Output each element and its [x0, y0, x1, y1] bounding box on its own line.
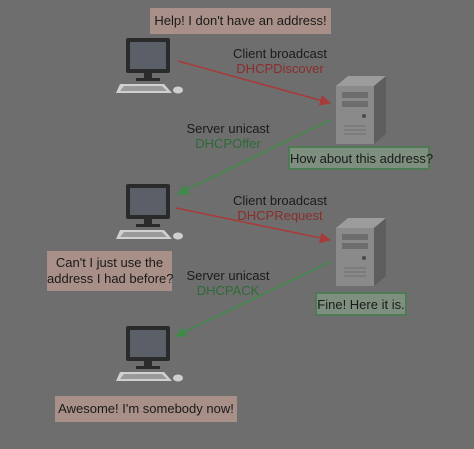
client-message-3: Awesome! I'm somebody now! [55, 396, 237, 422]
message-text: How about this address? [290, 151, 434, 166]
step-label-ack: Server unicast DHCPACK [181, 268, 275, 298]
arrow-ack [174, 261, 331, 337]
message-text: Fine! Here it is. [317, 297, 405, 312]
client-computer-icon [116, 184, 183, 240]
step-type: Server unicast [186, 268, 270, 283]
message-text: Awesome! I'm somebody now! [58, 401, 234, 416]
message-text-line2: address I had before? [47, 271, 174, 286]
step-label-request: Client broadcast DHCPRequest [228, 193, 332, 223]
server-message-2: Fine! Here it is. [315, 292, 407, 316]
arrow-request [175, 207, 332, 244]
server-tower-icon [336, 218, 386, 286]
server-message-1: How about this address? [288, 146, 434, 170]
client-computer-icon [116, 326, 183, 382]
client-message-2: Can't I just use the address I had befor… [47, 251, 174, 291]
arrow-offer [176, 119, 331, 195]
server-tower-icon [336, 76, 386, 144]
arrow-discover [177, 60, 332, 106]
step-packet: DHCPOffer [195, 136, 261, 151]
step-packet: DHCPDiscover [236, 61, 324, 76]
step-type: Server unicast [186, 121, 270, 136]
step-packet: DHCPRequest [237, 208, 323, 223]
step-label-offer: Server unicast DHCPOffer [181, 121, 275, 151]
step-type: Client broadcast [233, 46, 327, 61]
step-packet: DHCPACK [196, 283, 260, 298]
client-message-1: Help! I don't have an address! [150, 8, 331, 34]
step-label-discover: Client broadcast DHCPDiscover [228, 46, 332, 76]
message-text-line1: Can't I just use the [55, 255, 164, 270]
client-computer-icon [116, 38, 183, 94]
step-type: Client broadcast [233, 193, 327, 208]
message-text: Help! I don't have an address! [154, 13, 327, 28]
